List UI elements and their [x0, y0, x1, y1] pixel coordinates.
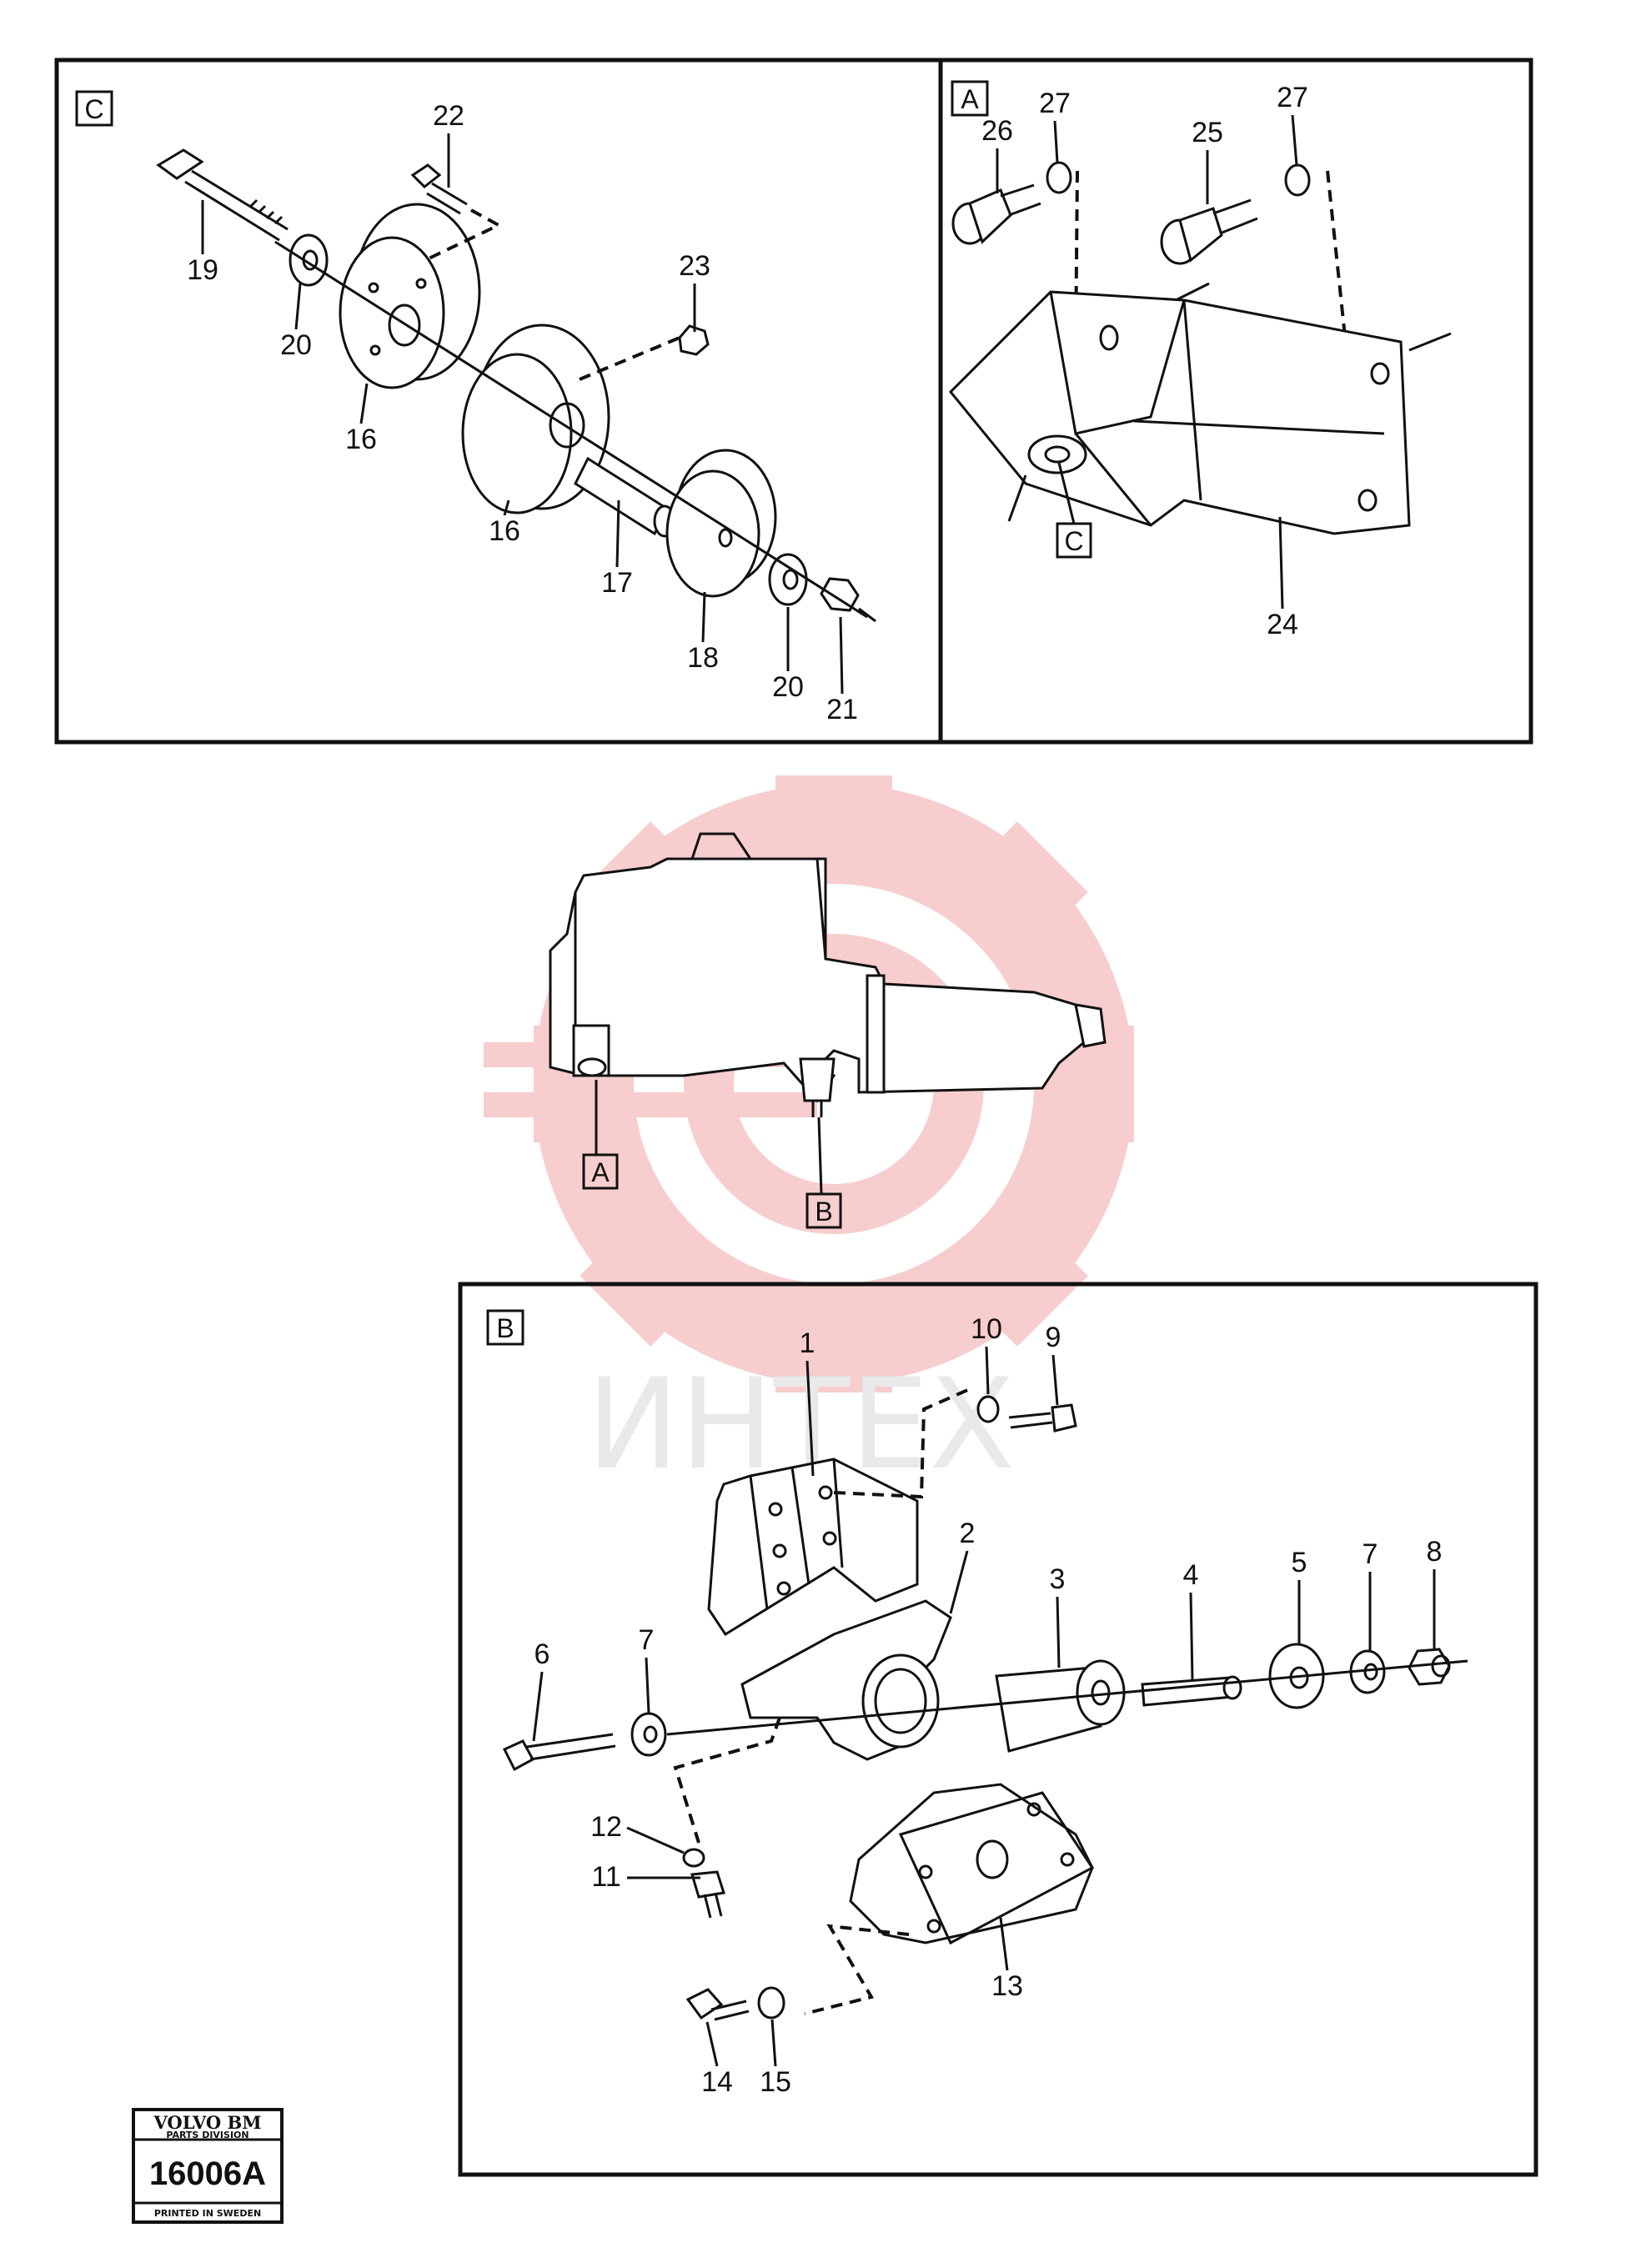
callout-16b: 16 [489, 515, 520, 547]
overview-callout-b-box [805, 1192, 842, 1229]
callout-16a: 16 [345, 424, 377, 455]
volvo-stamp: VOLVO BM PARTS DIVISION 16006A PRINTED I… [132, 2108, 284, 2224]
callout-5: 5 [1292, 1547, 1307, 1578]
panel-b-frame [458, 1282, 1538, 2177]
stamp-number: 16006A [149, 2155, 266, 2192]
callout-3: 3 [1050, 1563, 1066, 1595]
callout-24: 24 [1267, 609, 1298, 640]
panel-a: A 26 [938, 58, 1533, 745]
callout-6: 6 [534, 1638, 550, 1670]
callout-21: 21 [826, 694, 858, 725]
panel-c: C [54, 58, 943, 745]
callout-17: 17 [601, 567, 633, 599]
callout-9: 9 [1046, 1322, 1061, 1353]
panel-c-tag-box [75, 90, 113, 127]
callout-11: 11 [591, 1861, 620, 1893]
callout-26: 26 [981, 115, 1013, 147]
callout-4: 4 [1183, 1559, 1199, 1591]
panel-c-drawing [156, 148, 876, 623]
panel-b: B [458, 1282, 1538, 2177]
callout-15: 15 [760, 2066, 791, 2098]
callout-27: 27 [1039, 88, 1071, 119]
callout-20: 20 [280, 329, 312, 361]
callout-12: 12 [590, 1811, 622, 1843]
panel-a-tag: A [961, 84, 979, 114]
panel-a-ref-c: C [1064, 526, 1083, 556]
callout-18: 18 [687, 642, 719, 674]
callout-20b: 20 [772, 671, 804, 703]
callout-2: 2 [960, 1518, 976, 1549]
stamp-division: PARTS DIVISION [166, 2130, 248, 2140]
callout-27b: 27 [1277, 82, 1308, 113]
panel-b-tag-box [486, 1309, 524, 1346]
callout-19: 19 [187, 254, 218, 286]
callout-1: 1 [800, 1327, 816, 1359]
panel-b-tag: B [496, 1313, 514, 1343]
panel-a-frame [938, 58, 1533, 745]
panel-c-callouts: 22 19 20 23 16 16 17 18 20 21 [187, 100, 858, 725]
panel-b-callouts: 1 10 9 2 3 4 5 7 8 6 7 12 11 13 [532, 1313, 1443, 2098]
panel-a-callouts: 26 27 25 27 24 C [981, 82, 1308, 640]
panel-b-drawing [502, 1387, 1468, 2021]
callout-22: 22 [433, 100, 464, 132]
panel-c-tag: C [84, 94, 103, 124]
overview: A B [549, 832, 1107, 1229]
overview-drawing [549, 832, 1107, 1117]
panel-a-tag-box [951, 80, 989, 117]
callout-10: 10 [971, 1313, 1002, 1345]
stamp-brand: VOLVO BM [153, 2112, 261, 2133]
callout-7b: 7 [639, 1624, 655, 1656]
overview-callout-a: A [591, 1157, 610, 1187]
callout-23: 23 [679, 250, 710, 282]
callout-14: 14 [701, 2066, 733, 2098]
stamp-footer: PRINTED IN SWEDEN [154, 2208, 261, 2219]
callout-8: 8 [1427, 1536, 1443, 1568]
overview-callout-a-box [582, 1153, 619, 1190]
panel-a-drawing [948, 161, 1452, 535]
callout-25: 25 [1192, 117, 1223, 148]
callout-7: 7 [1363, 1538, 1378, 1570]
callout-13: 13 [991, 1970, 1023, 2002]
overview-callout-b: B [815, 1197, 832, 1227]
